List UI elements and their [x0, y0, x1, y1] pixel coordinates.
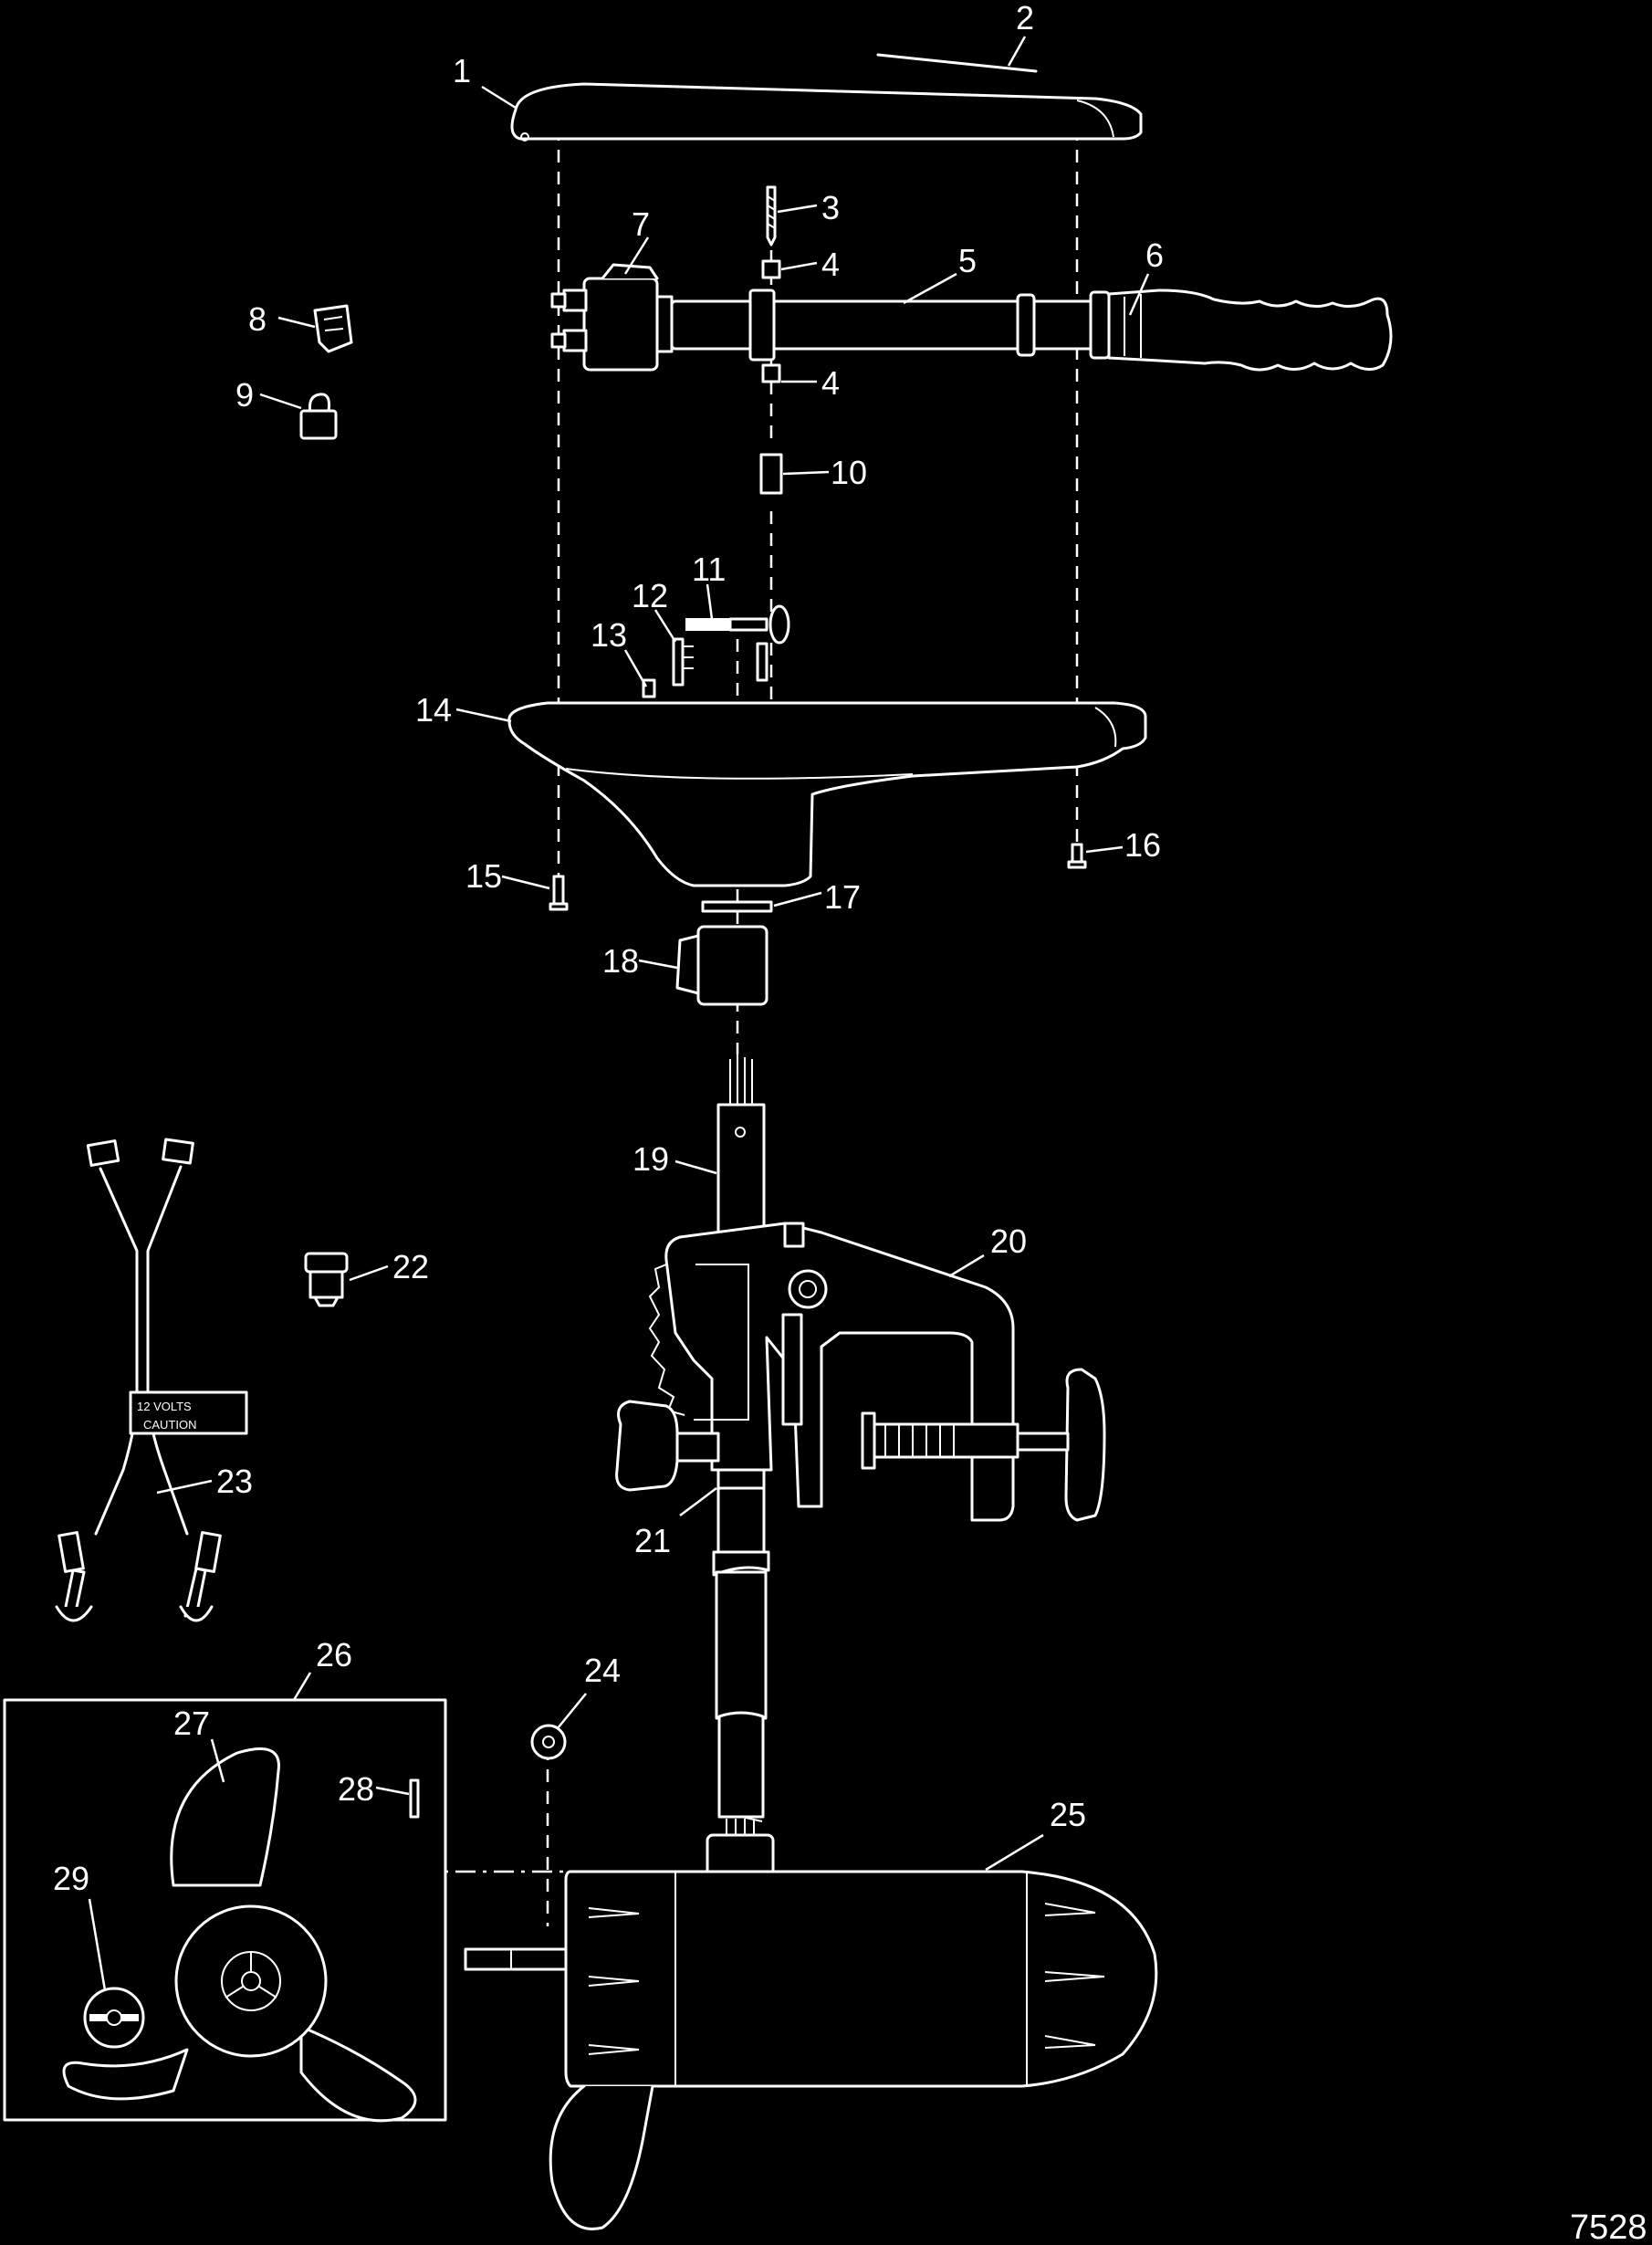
part-7-switch: [550, 263, 674, 372]
leader-lines: [88, 36, 1150, 1991]
callout-27: 27: [173, 1705, 210, 1742]
part-15-screw: [549, 875, 569, 911]
part-11-pin: [685, 604, 790, 682]
part-23-battery-cable: [55, 1138, 248, 1622]
callout-5: 5: [958, 242, 977, 279]
callout-18: 18: [602, 942, 639, 980]
callout-17: 17: [824, 878, 861, 916]
part-14-lower-housing: [507, 701, 1147, 887]
part-27-propeller: [62, 1747, 417, 2123]
callout-6: 6: [1145, 236, 1164, 274]
callout-24: 24: [584, 1652, 621, 1689]
callout-10: 10: [831, 454, 867, 491]
callout-4a: 4: [821, 246, 840, 283]
cable-tag-line-1: 12 VOLTS: [137, 1400, 192, 1413]
callout-29: 29: [53, 1860, 89, 1897]
part-29-prop-nut: [83, 1987, 145, 2049]
callout-labels: 1 2 3 4 4 5 6 7 8 9 10 11 12 13 14 15 16…: [53, 0, 1164, 1897]
callout-1: 1: [453, 52, 471, 89]
part-4-spacer-upper: [761, 259, 781, 279]
callout-22: 22: [392, 1248, 429, 1285]
part-5-tiller-tube: [670, 288, 1111, 362]
callout-7: 7: [632, 205, 650, 243]
part-2-decal: [876, 53, 1038, 73]
callout-12: 12: [632, 577, 668, 614]
cable-tag-line-2: CAUTION: [143, 1418, 197, 1432]
callout-21: 21: [634, 1522, 671, 1559]
callout-20: 20: [990, 1222, 1027, 1260]
callout-3: 3: [821, 189, 840, 226]
callout-8: 8: [248, 300, 267, 338]
part-6-handle-grip: [1107, 288, 1393, 372]
figure-id: 7528: [1570, 2208, 1647, 2245]
callout-2: 2: [1016, 0, 1034, 37]
part-28-shear-pin: [409, 1778, 420, 1819]
callout-4b: 4: [821, 364, 840, 402]
part-18-collar: [675, 925, 768, 1006]
part-21-lower-shaft: [712, 1486, 770, 1853]
callout-14: 14: [415, 691, 452, 729]
callout-9: 9: [235, 376, 254, 414]
callout-26: 26: [316, 1636, 352, 1673]
part-16-screw: [1067, 843, 1087, 869]
part-22-connector: [304, 1252, 349, 1307]
callout-19: 19: [633, 1140, 669, 1178]
part-17-washer: [701, 900, 773, 913]
part-9-lock: [299, 393, 338, 440]
callout-25: 25: [1050, 1796, 1086, 1833]
callout-11: 11: [692, 551, 726, 588]
part-8-terminal: [313, 304, 353, 353]
bracket-clamp-screw: [615, 1368, 1106, 1522]
callout-23: 23: [216, 1463, 253, 1500]
part-12-spring: [672, 637, 694, 687]
part-24-washer: [530, 1724, 567, 1760]
part-25-motor: [464, 1833, 1158, 2230]
part-10-bushing: [759, 453, 783, 495]
part-3-screw: [766, 185, 777, 247]
callout-28: 28: [338, 1770, 374, 1808]
part-4-spacer-lower: [761, 363, 781, 383]
callout-13: 13: [591, 616, 627, 654]
part-1-top-cover: [510, 82, 1143, 142]
part-20-bracket: [648, 1222, 1015, 1522]
callout-16: 16: [1124, 826, 1161, 864]
callout-15: 15: [465, 857, 502, 895]
